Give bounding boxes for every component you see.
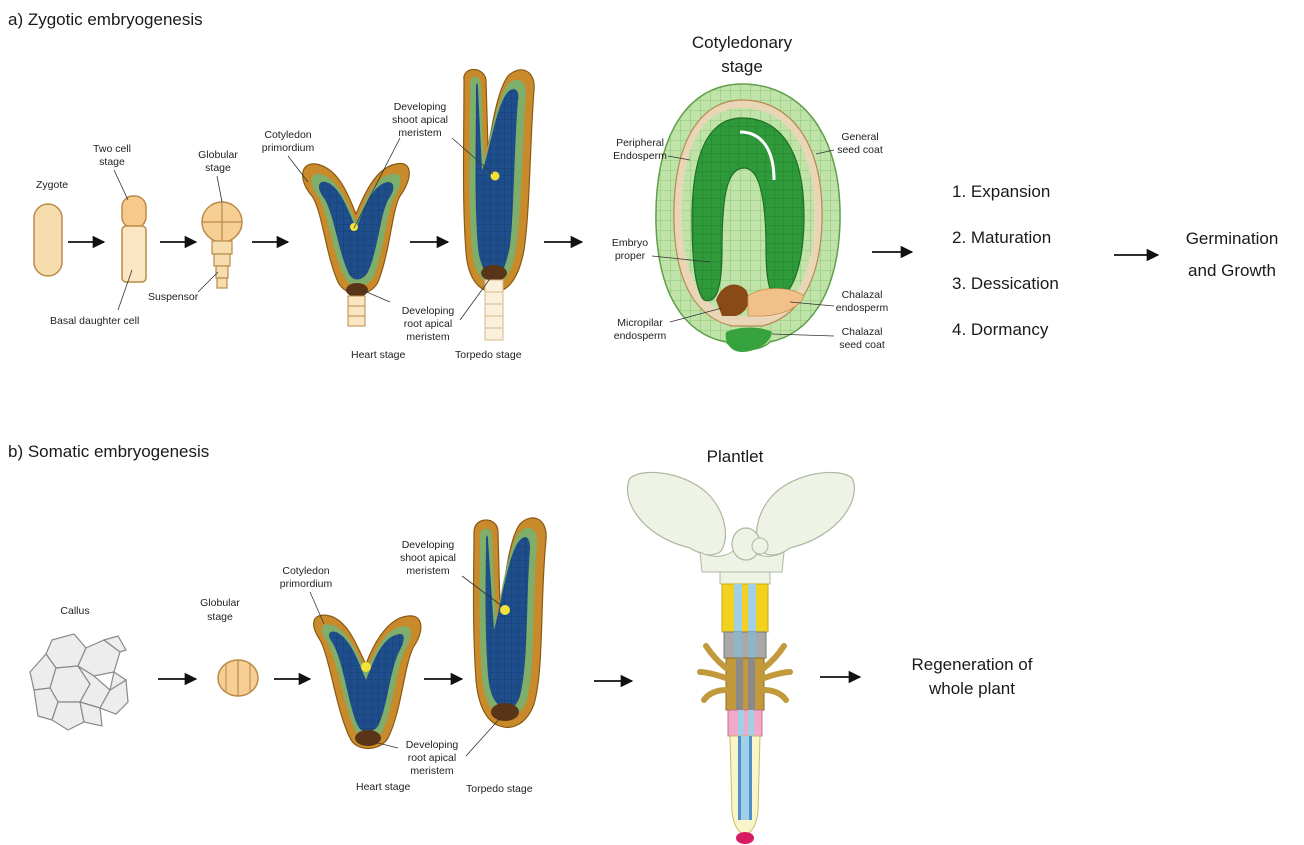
label-shoot-meristem-b-1: Developing (402, 539, 455, 551)
label-two-cell-1: Two cell (93, 143, 131, 155)
label-general-seed-coat-1: General (841, 131, 878, 143)
globular-embryo (202, 202, 242, 288)
regeneration-2: whole plant (928, 679, 1015, 698)
label-suspensor: Suspensor (148, 291, 199, 303)
plantlet-title: Plantlet (707, 447, 764, 466)
label-general-seed-coat-2: seed coat (837, 144, 883, 156)
germination-1: Germination (1186, 229, 1279, 248)
label-two-cell-2: stage (99, 156, 125, 168)
label-micropilar-1: Micropilar (617, 317, 663, 329)
label-root-meristem-a-1: Developing (402, 305, 455, 317)
cotyledonary-title-1: Cotyledonary (692, 33, 793, 52)
label-shoot-meristem-a-1: Developing (394, 101, 447, 113)
label-cotyledon-b-1: Cotyledon (282, 565, 329, 577)
regeneration-1: Regeneration of (912, 655, 1033, 674)
label-chalazal-endosperm-2: endosperm (836, 302, 889, 314)
label-shoot-meristem-a-2: shoot apical (392, 114, 448, 126)
label-cotyledon-1: Cotyledon (264, 129, 311, 141)
heart-stage-embryo-b (314, 615, 421, 748)
heart-stage-embryo-a (303, 163, 410, 326)
label-peripheral-2: Endosperm (613, 150, 667, 162)
two-cell-embryo (122, 196, 146, 282)
label-chalazal-seed-coat-2: seed coat (839, 339, 885, 351)
label-cotyledon-2: primordium (262, 142, 315, 154)
label-embryo-proper-2: proper (615, 250, 646, 262)
label-root-meristem-b-3: meristem (410, 765, 453, 777)
label-globular-b-1: Globular (200, 597, 240, 609)
cotyledonary-title-2: stage (721, 57, 763, 76)
label-chalazal-endosperm-1: Chalazal (842, 289, 883, 301)
step-maturation: 2. Maturation (952, 228, 1051, 247)
label-embryo-proper-1: Embryo (612, 237, 648, 249)
label-root-meristem-a-3: meristem (406, 331, 449, 343)
label-shoot-meristem-a-3: meristem (398, 127, 441, 139)
label-heart-stage-b: Heart stage (356, 781, 410, 793)
label-root-meristem-b-2: root apical (408, 752, 456, 764)
label-zygote: Zygote (36, 179, 68, 191)
label-chalazal-seed-coat-1: Chalazal (842, 326, 883, 338)
panel-a-title: a) Zygotic embryogenesis (8, 10, 203, 29)
callus-cells (30, 634, 128, 730)
label-root-meristem-b-1: Developing (406, 739, 459, 751)
step-dormancy: 4. Dormancy (952, 320, 1049, 339)
label-callus: Callus (60, 605, 89, 617)
label-shoot-meristem-b-2: shoot apical (400, 552, 456, 564)
cotyledonary-seed (656, 84, 840, 352)
label-globular-1: Globular (198, 149, 238, 161)
label-cotyledon-b-2: primordium (280, 578, 333, 590)
step-dessication: 3. Dessication (952, 274, 1059, 293)
label-torpedo-stage-a: Torpedo stage (455, 349, 522, 361)
label-torpedo-stage-b: Torpedo stage (466, 783, 533, 795)
label-globular-2: stage (205, 162, 231, 174)
zygote-cell (34, 204, 62, 276)
label-peripheral-1: Peripheral (616, 137, 664, 149)
panel-b-title: b) Somatic embryogenesis (8, 442, 209, 461)
label-root-meristem-a-2: root apical (404, 318, 452, 330)
label-heart-stage-a: Heart stage (351, 349, 405, 361)
label-globular-b-2: stage (207, 611, 233, 623)
germination-2: and Growth (1188, 261, 1276, 280)
plantlet-drawing (628, 472, 855, 844)
step-expansion: 1. Expansion (952, 182, 1050, 201)
label-basal-daughter-cell: Basal daughter cell (50, 315, 139, 327)
label-shoot-meristem-b-3: meristem (406, 565, 449, 577)
torpedo-stage-embryo-b (474, 518, 547, 727)
torpedo-stage-embryo-a (464, 70, 535, 341)
globular-embryo-b (218, 660, 258, 696)
label-micropilar-2: endosperm (614, 330, 667, 342)
